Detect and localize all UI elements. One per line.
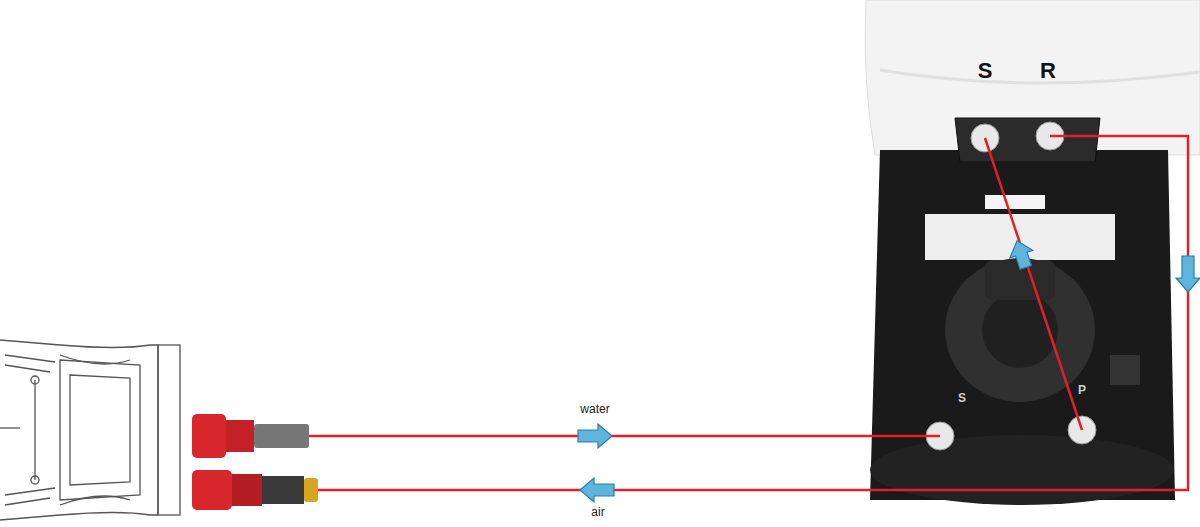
port-letter: P (1078, 384, 1086, 396)
flow-arrows (578, 237, 1200, 502)
port-letter: S (978, 60, 993, 82)
tank (865, 0, 1200, 505)
flow-label: water (580, 403, 609, 415)
quick-couplers (192, 414, 318, 510)
flow-label: air (591, 506, 604, 518)
port-letter: R (1040, 60, 1056, 82)
port-letter: S (958, 392, 966, 404)
vehicle-sketch (0, 340, 180, 520)
hose-lines (309, 136, 1188, 490)
